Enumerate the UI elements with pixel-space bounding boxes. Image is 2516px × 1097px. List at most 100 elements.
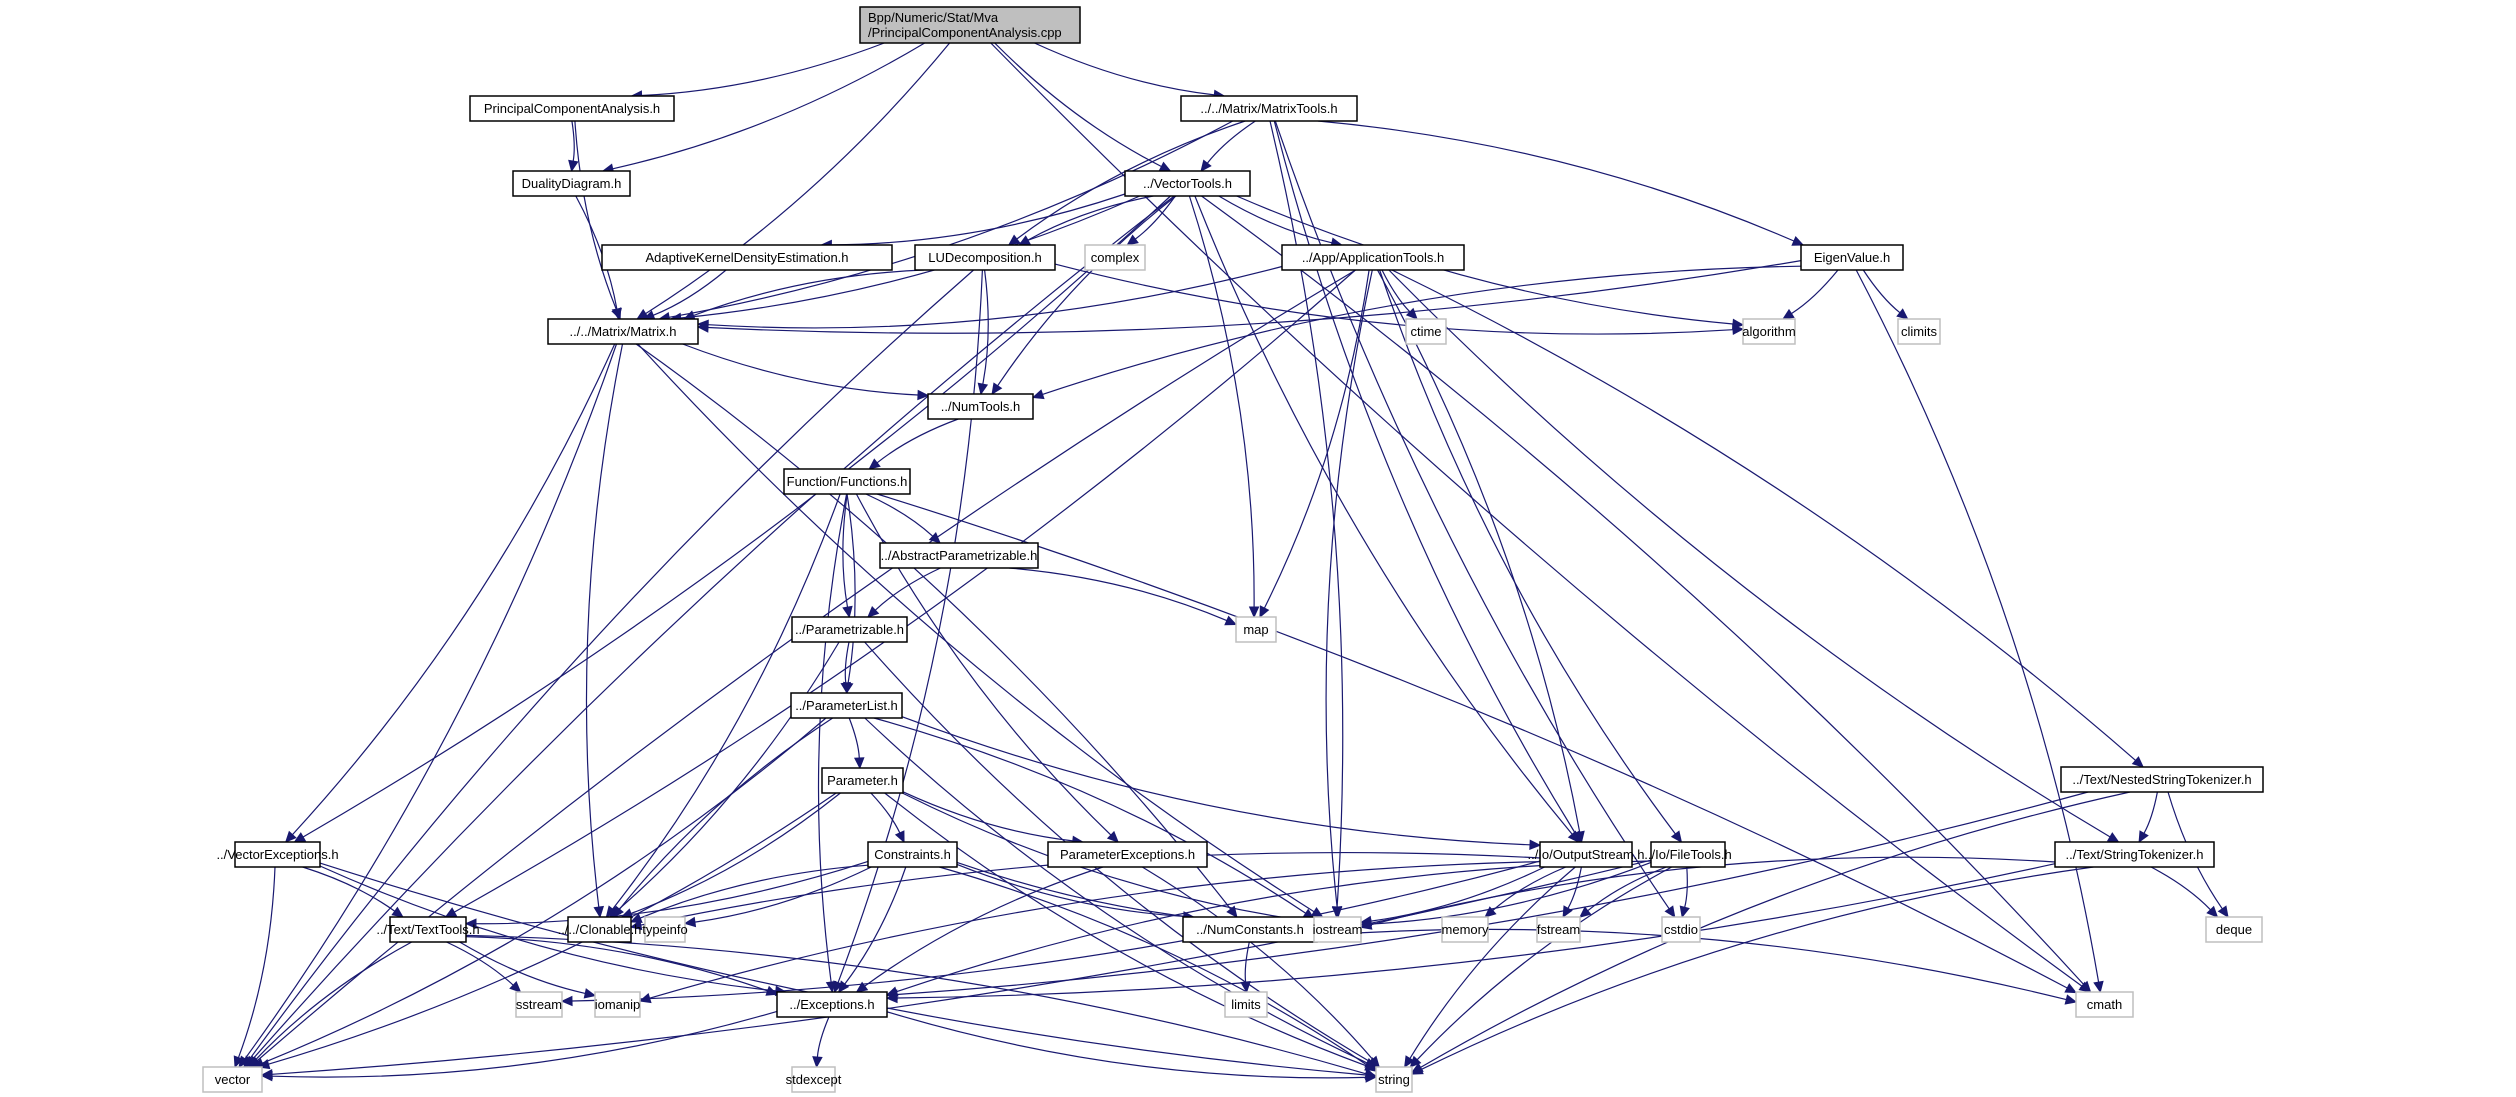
arrowhead-icon [247, 1055, 260, 1068]
edge-line [1134, 195, 1176, 240]
arrowhead-icon [991, 382, 1003, 396]
node-outstream[interactable]: ../Io/OutputStream.h [1527, 841, 1645, 868]
edge-constraints-to-typeinfo [683, 866, 872, 928]
node-strtok[interactable]: ../Text/StringTokenizer.h [2054, 841, 2215, 868]
edge-line [635, 343, 1232, 910]
node-pca_cpp[interactable]: Bpp/Numeric/Stat/Mva/PrincipalComponentA… [859, 6, 1081, 44]
edge-line [465, 936, 768, 992]
arrowhead-icon [1240, 981, 1251, 994]
node-label: Constraints.h [874, 847, 951, 862]
node-box [859, 6, 1081, 44]
node-pca_h[interactable]: PrincipalComponentAnalysis.h [469, 95, 675, 122]
node-deque: deque [2205, 916, 2263, 943]
node-box [1084, 244, 1146, 271]
edge-pca_h-to-duality [568, 120, 579, 173]
node-exceptions[interactable]: ../Exceptions.h [776, 991, 888, 1018]
node-constraints[interactable]: Constraints.h [867, 841, 958, 868]
edge-line [571, 860, 1541, 1002]
edge-line [997, 195, 1177, 387]
node-lu[interactable]: LUDecomposition.h [914, 244, 1056, 271]
edge-parametrizable-to-paramlist [840, 641, 852, 695]
node-functions[interactable]: Function/Functions.h [783, 468, 911, 495]
edge-line [873, 717, 1307, 914]
node-label: ../../Matrix/MatrixTools.h [1200, 101, 1337, 116]
node-box [601, 244, 893, 271]
arrowhead-icon [977, 382, 989, 396]
node-box [2060, 766, 2264, 793]
node-label: iomanip [595, 997, 641, 1012]
edge-line [652, 269, 727, 316]
edge-line [896, 863, 2056, 999]
node-ctime: ctime [1405, 318, 1447, 345]
edge-line [1269, 120, 1344, 908]
node-vecexc[interactable]: ../VectorExceptions.h [216, 841, 339, 868]
node-duality[interactable]: DualityDiagram.h [512, 170, 631, 197]
node-paramlist[interactable]: ../ParameterList.h [790, 692, 903, 719]
node-akde[interactable]: AdaptiveKernelDensityEstimation.h [601, 244, 893, 271]
edge-texttools-to-iomanip [459, 941, 597, 999]
edge-vectortools-to-outstream [1194, 195, 1580, 843]
edge-matrixtools-to-lu [1007, 120, 1246, 246]
node-box [927, 393, 1034, 420]
node-label: cmath [2087, 997, 2122, 1012]
arrowhead-icon [629, 913, 643, 923]
edge-apptools-to-strtok [1388, 269, 2120, 843]
arrowhead-icon [560, 995, 573, 1007]
node-numconst[interactable]: ../NumConstants.h [1182, 916, 1318, 943]
arrowhead-icon [1248, 606, 1260, 619]
edge-line [251, 195, 1175, 1060]
node-absparam[interactable]: ../AbstractParametrizable.h [879, 542, 1039, 569]
node-paramexc[interactable]: ParameterExceptions.h [1047, 841, 1208, 868]
edge-strtok-to-string [1410, 866, 2094, 1075]
node-matrixtools[interactable]: ../../Matrix/MatrixTools.h [1180, 95, 1358, 122]
edge-line [637, 343, 1315, 913]
node-label: map [1243, 622, 1268, 637]
node-label: DualityDiagram.h [522, 176, 622, 191]
arrowhead-icon [2206, 905, 2219, 918]
edge-line [249, 269, 974, 1060]
edge-apptools-to-nested [1391, 269, 2145, 768]
edge-line [707, 265, 1283, 329]
edge-line [1379, 269, 1676, 835]
edge-lu-to-algorithm [1054, 263, 1745, 336]
arrowhead-icon [612, 905, 624, 918]
edge-line [817, 493, 848, 983]
arrowhead-icon [1365, 1072, 1378, 1083]
node-eigen[interactable]: EigenValue.h [1800, 244, 1904, 271]
arrowhead-icon [867, 606, 880, 618]
edge-nested-to-string [1410, 791, 2131, 1074]
arrowhead-icon [2106, 832, 2120, 843]
arrowhead-icon [1359, 919, 1373, 930]
node-label: cstdio [1664, 922, 1698, 937]
node-box [914, 244, 1056, 271]
edge-outstream-to-iomanip [638, 861, 1541, 1004]
node-nested[interactable]: ../Text/NestedStringTokenizer.h [2060, 766, 2264, 793]
node-filetools[interactable]: ../Io/FileTools.h [1644, 841, 1732, 868]
node-parametrizable[interactable]: ../Parametrizable.h [791, 616, 908, 643]
edge-nested-to-exceptions [885, 791, 2089, 1000]
node-vectortools[interactable]: ../VectorTools.h [1124, 170, 1251, 197]
edge-matrix-to-vector [238, 343, 618, 1068]
edge-line [268, 792, 837, 1065]
edge-line [864, 717, 1368, 1064]
node-matrix[interactable]: ../../Matrix/Matrix.h [547, 318, 699, 345]
edge-parameter-to-constraints [870, 792, 905, 844]
node-box [1897, 318, 1941, 345]
node-numtools[interactable]: ../NumTools.h [927, 393, 1034, 420]
edge-line [237, 866, 276, 1058]
edge-strtok-to-exceptions [885, 863, 2056, 1004]
node-apptools[interactable]: ../App/ApplicationTools.h [1281, 244, 1465, 271]
node-clonable[interactable]: ../../Clonable.h [558, 916, 642, 943]
node-texttools[interactable]: ../Text/TextTools.h [376, 916, 480, 943]
edge-line [886, 1011, 1367, 1079]
edge-filetools-to-string [1409, 866, 1672, 1068]
edge-line [619, 717, 834, 910]
edge-parameter-to-paramexc [902, 791, 1084, 847]
node-box [879, 542, 1039, 569]
edge-exceptions-to-stdexcept [812, 1016, 830, 1069]
arrowhead-icon [696, 322, 709, 333]
node-box [1539, 841, 1633, 868]
node-label: ../VectorTools.h [1143, 176, 1232, 191]
node-parameter[interactable]: Parameter.h [821, 767, 904, 794]
edge-line [1201, 195, 2085, 986]
